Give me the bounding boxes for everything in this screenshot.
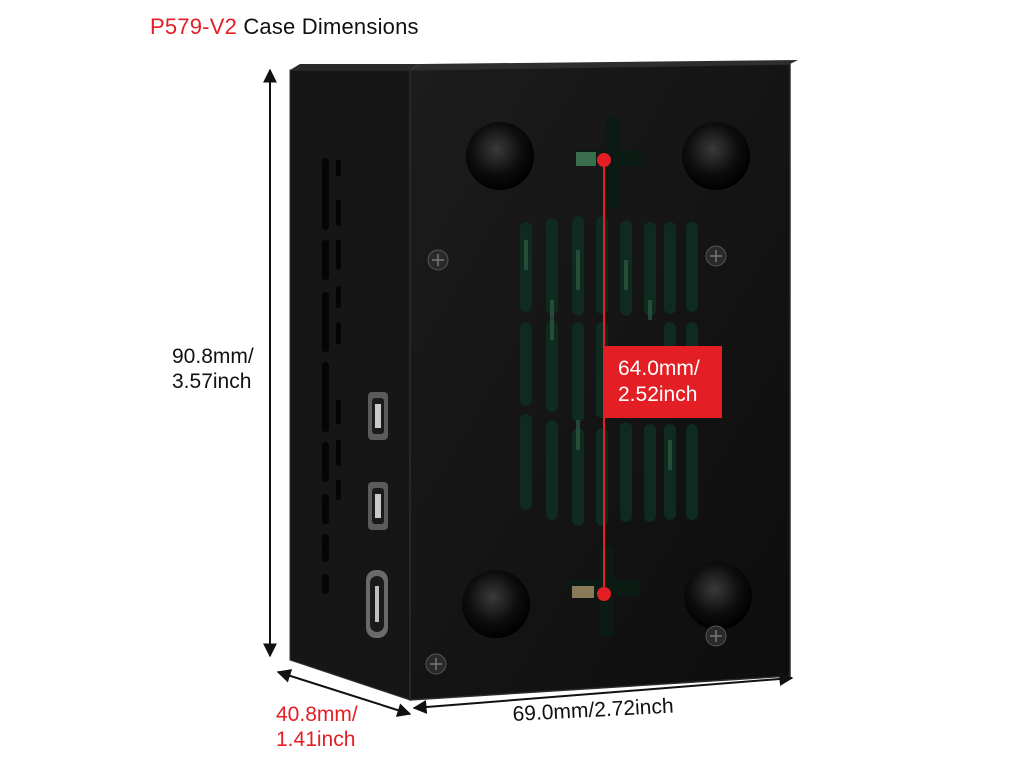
port-usb-c — [366, 570, 388, 638]
port-micro-hdmi-1 — [368, 392, 388, 440]
title-text: Case Dimensions — [237, 14, 419, 39]
depth-label: 40.8mm/ 1.41inch — [276, 702, 358, 752]
mount-slot-top — [576, 116, 646, 208]
depth-arrow — [276, 669, 412, 717]
port-micro-hdmi-2 — [368, 482, 388, 530]
page-title: P579-V2 Case Dimensions — [150, 14, 419, 40]
width-arrow — [412, 672, 794, 714]
foot-top-left — [466, 122, 534, 190]
height-line-1: 90.8mm/ — [172, 345, 254, 368]
side-vents — [322, 158, 341, 594]
depth-line-2: 1.41inch — [276, 728, 356, 751]
height-line-2: 3.57inch — [172, 370, 252, 393]
foot-bottom-right — [684, 562, 752, 630]
foot-bottom-left — [462, 570, 530, 638]
depth-line-1: 40.8mm/ — [276, 703, 358, 726]
vent-grid — [520, 216, 698, 526]
case-side — [289, 64, 420, 701]
hole-spacing-line-1: 64.0mm/ — [618, 357, 700, 380]
foot-top-right — [682, 122, 750, 190]
height-label: 90.8mm/ 3.57inch — [172, 344, 254, 394]
hole-spacing-label: 64.0mm/ 2.52inch — [604, 346, 722, 418]
model-name: P579-V2 — [150, 14, 238, 39]
hole-spacing-line-2: 2.52inch — [618, 383, 698, 406]
